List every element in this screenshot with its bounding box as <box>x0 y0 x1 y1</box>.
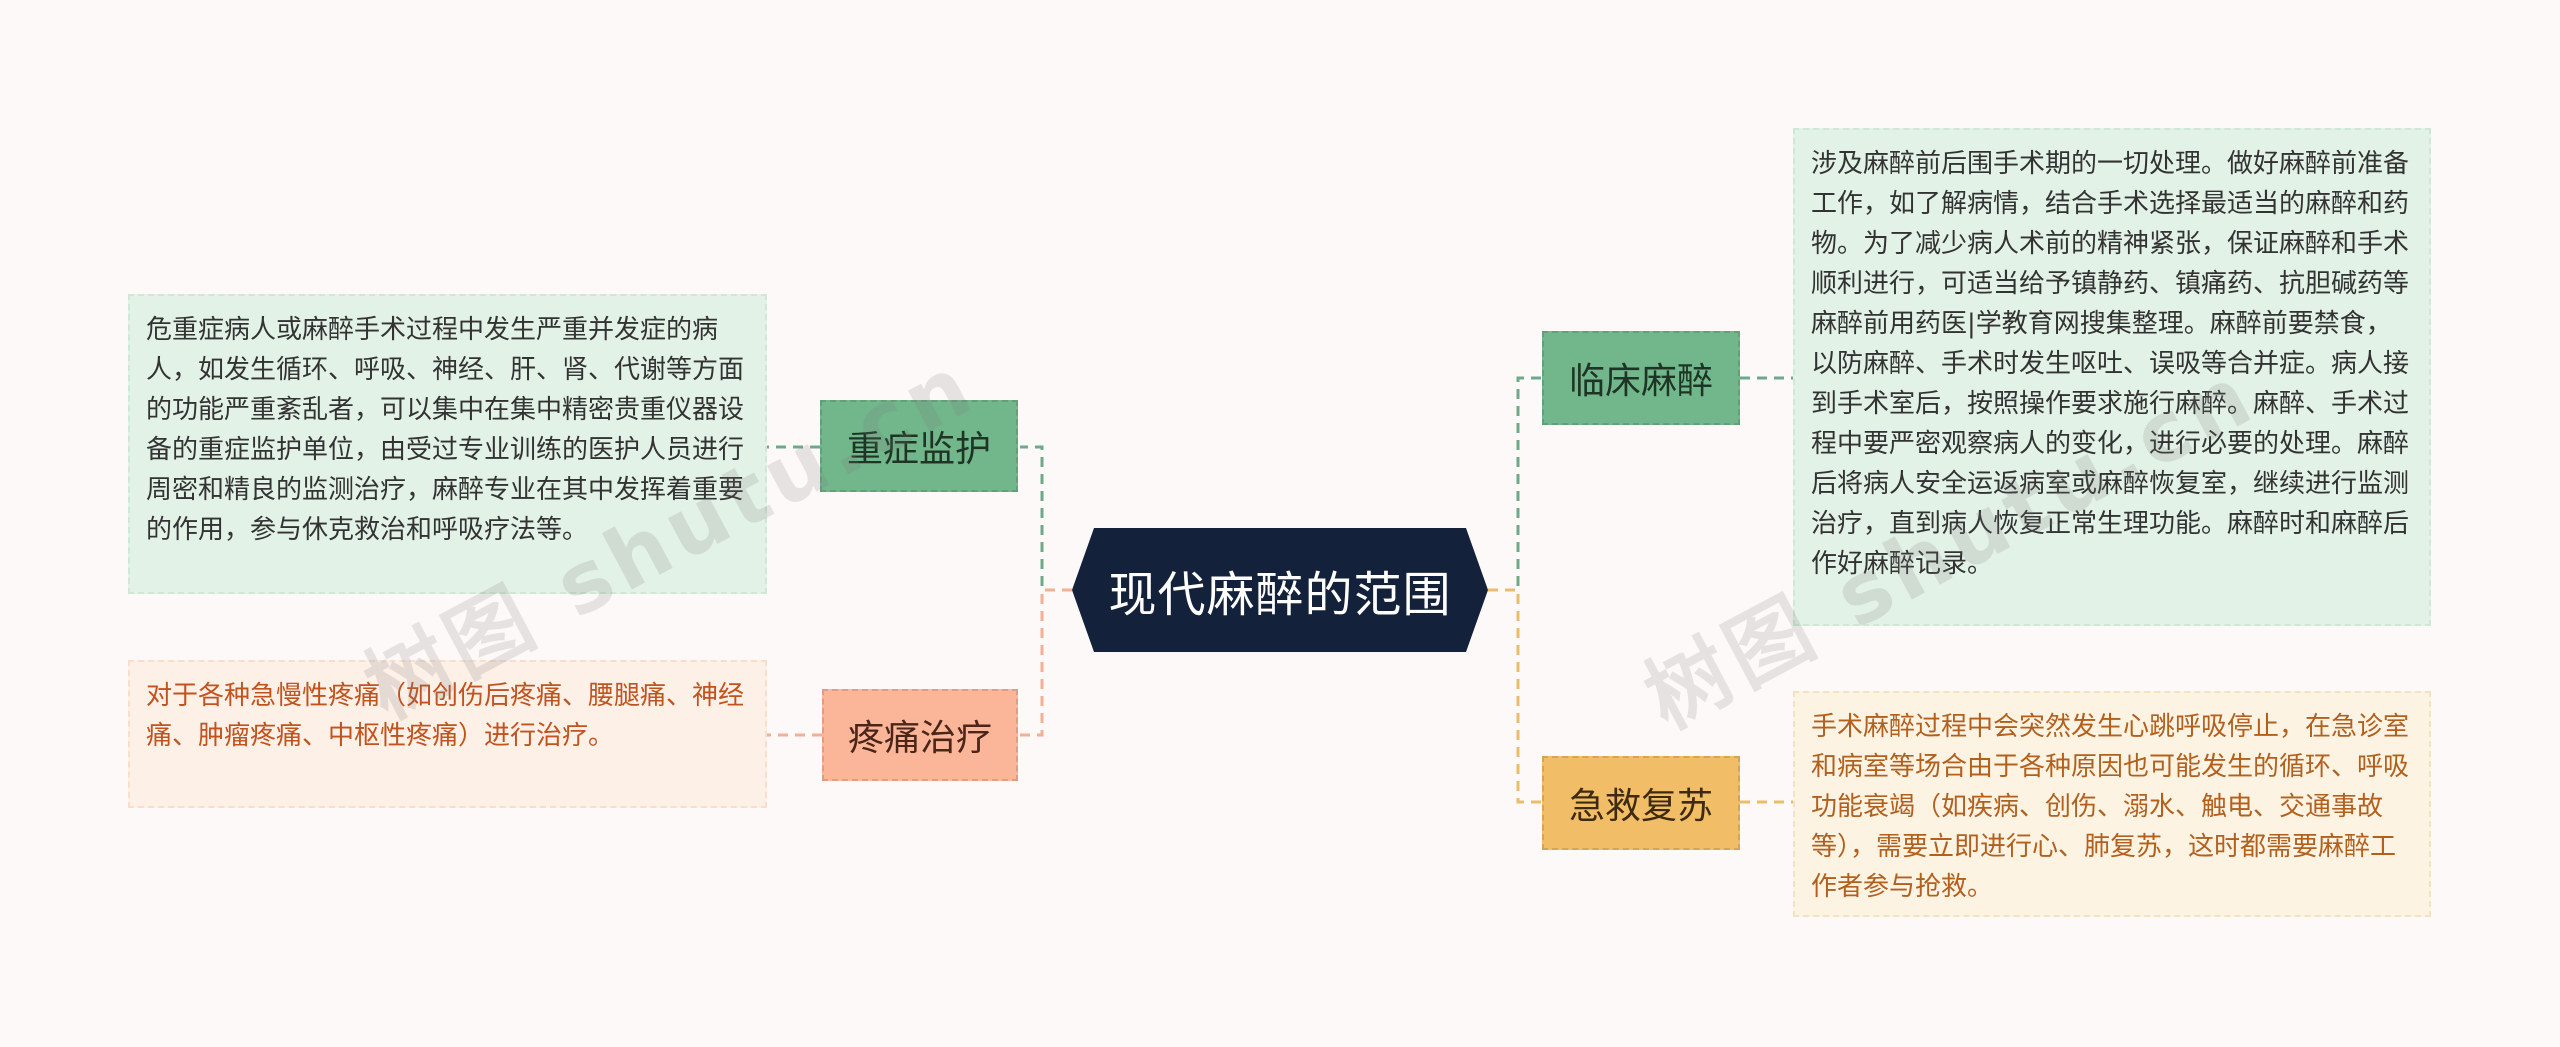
link-root-to-pain <box>1020 588 1072 737</box>
branch-icu-label: 重症监护 <box>846 429 991 470</box>
branch-pain-label: 疼痛治疗 <box>847 718 992 759</box>
branch-clinical-anesthesia[interactable]: 临床麻醉 <box>1542 331 1740 425</box>
link-root-to-icu <box>1020 445 1072 592</box>
branch-resuscitation-label: 急救复苏 <box>1568 786 1713 827</box>
branch-clinical-anesthesia-label: 临床麻醉 <box>1568 361 1713 402</box>
branch-clinical-anesthesia-description: 涉及麻醉前后围手术期的一切处理。做好麻醉前准备工作，如了解病情，结合手术选择最适… <box>1793 128 2431 626</box>
branch-clinical-anesthesia-description-text: 涉及麻醉前后围手术期的一切处理。做好麻醉前准备工作，如了解病情，结合手术选择最适… <box>1811 149 2410 579</box>
branch-icu-description: 危重症病人或麻醉手术过程中发生严重并发症的病人，如发生循环、呼吸、神经、肝、肾、… <box>128 294 767 594</box>
link-root-to-resuscitation <box>1488 588 1542 804</box>
root-node[interactable]: 现代麻醉的范围 <box>1072 528 1488 652</box>
root-hexagon-shape <box>1072 528 1488 652</box>
branch-resuscitation[interactable]: 急救复苏 <box>1542 756 1740 850</box>
branch-icu[interactable]: 重症监护 <box>820 400 1018 492</box>
link-root-to-anesthesia <box>1488 376 1542 592</box>
branch-icu-description-text: 危重症病人或麻醉手术过程中发生严重并发症的病人，如发生循环、呼吸、神经、肝、肾、… <box>146 315 745 545</box>
branch-resuscitation-description-text: 手术麻醉过程中会突然发生心跳呼吸停止，在急诊室和病室等场合由于各种原因也可能发生… <box>1811 712 2410 902</box>
branch-pain-description-text: 对于各种急慢性疼痛（如创伤后疼痛、腰腿痛、神经痛、肿瘤疼痛、中枢性疼痛）进行治疗… <box>146 681 745 751</box>
branch-pain-description: 对于各种急慢性疼痛（如创伤后疼痛、腰腿痛、神经痛、肿瘤疼痛、中枢性疼痛）进行治疗… <box>128 660 767 808</box>
root-title: 现代麻醉的范围 <box>1108 567 1452 623</box>
branch-resuscitation-description: 手术麻醉过程中会突然发生心跳呼吸停止，在急诊室和病室等场合由于各种原因也可能发生… <box>1793 691 2431 917</box>
branch-pain[interactable]: 疼痛治疗 <box>822 689 1018 781</box>
